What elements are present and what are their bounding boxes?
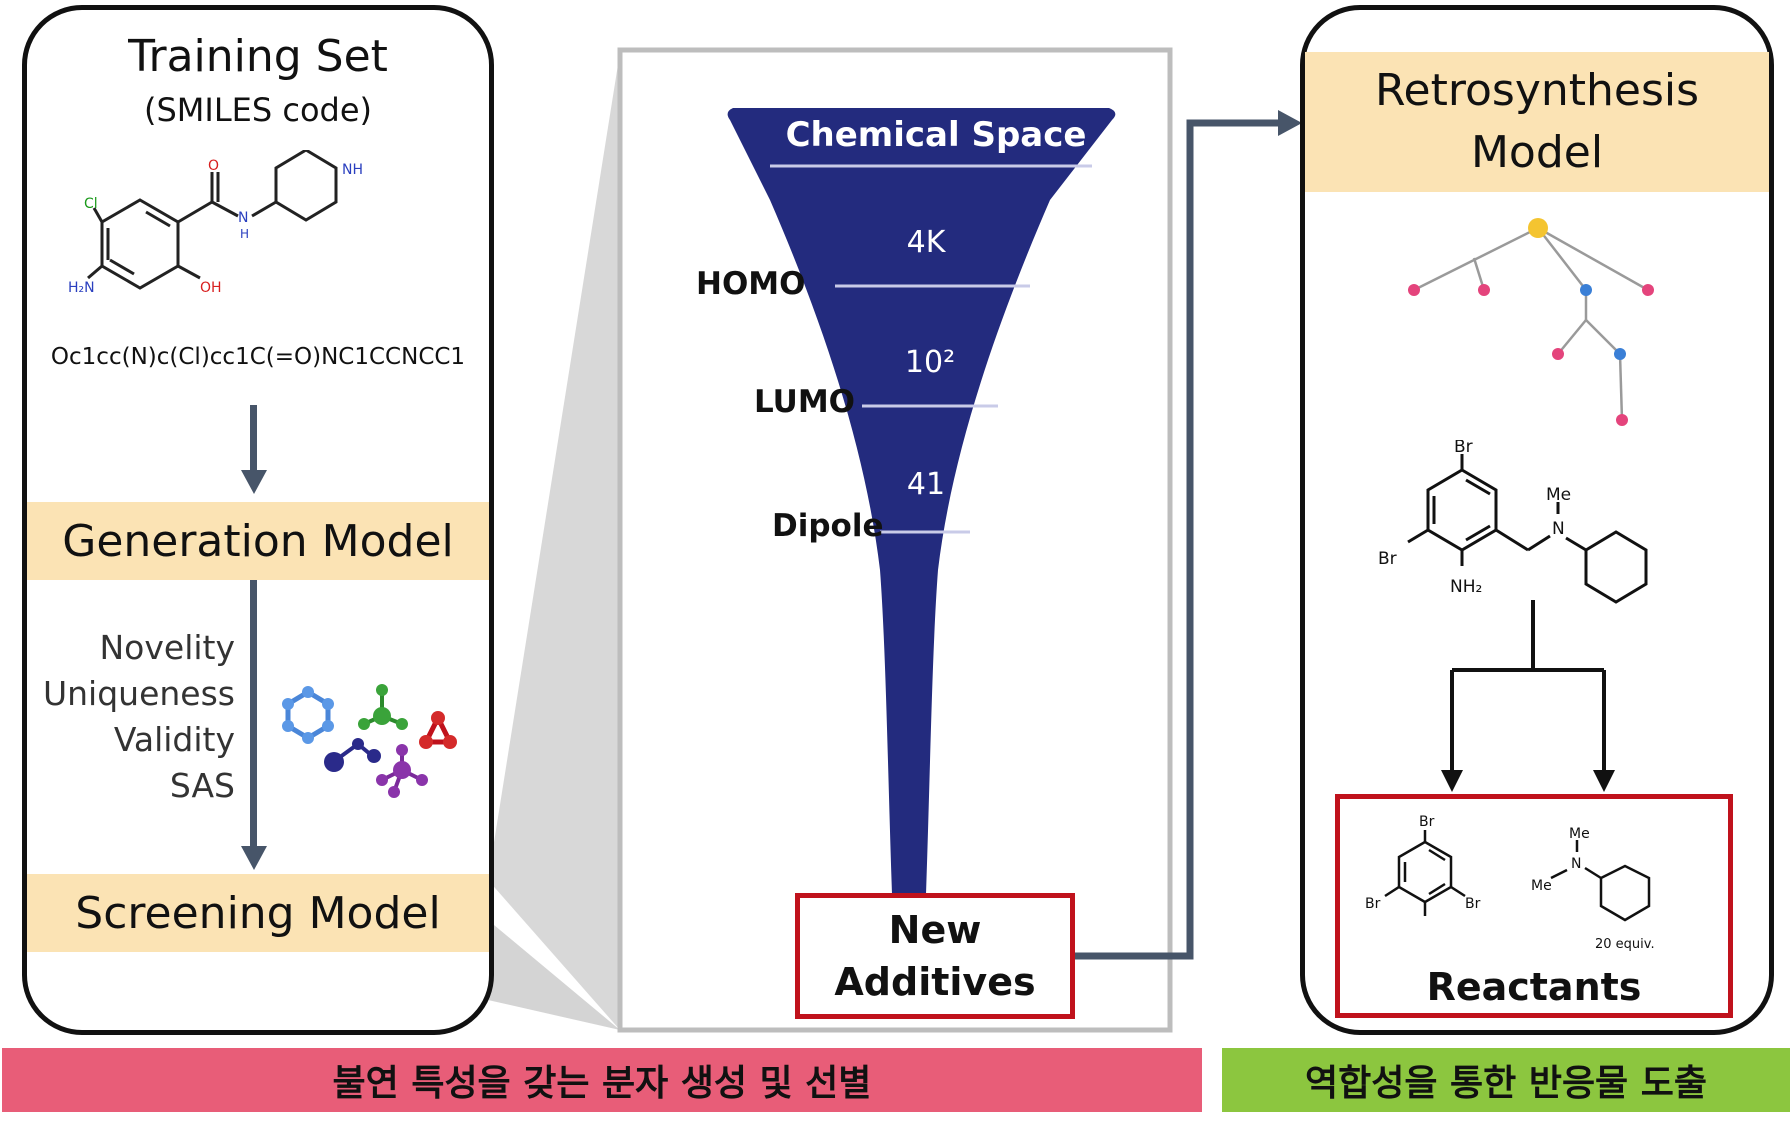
retro-arrowhead xyxy=(1278,110,1302,136)
reactant-br3: Br xyxy=(1465,896,1481,912)
footer-left-label: 불연 특성을 갖는 분자 생성 및 선별 xyxy=(332,1063,872,1104)
new-additives-box: New Additives xyxy=(795,893,1075,1019)
generation-model-band: Generation Model xyxy=(27,502,489,580)
n-label: N xyxy=(238,210,248,226)
h2n-label: H₂N xyxy=(68,280,95,296)
smiles-code: Oc1cc(N)c(Cl)cc1C(=O)NC1CCNCC1 xyxy=(50,344,466,370)
arrow-head-2 xyxy=(241,846,267,870)
screening-model-band: Screening Model xyxy=(27,874,489,952)
retrosynthesis-tree-icon xyxy=(1408,218,1654,426)
retrosynthesis-band: Retrosynthesis Model xyxy=(1305,52,1769,192)
reactant-equiv: 20 equiv. xyxy=(1595,937,1655,952)
screening-model-label: Screening Model xyxy=(75,887,441,939)
reactant-br2: Br xyxy=(1365,896,1381,912)
training-set-subtitle: (SMILES code) xyxy=(143,91,373,129)
funnel-level-100: 10² xyxy=(905,345,955,380)
metric-novelity: Novelity xyxy=(99,628,235,667)
arrow-shaft-1 xyxy=(250,405,257,475)
product-molecule: Br Br Me N NH₂ xyxy=(1378,440,1648,604)
funnel-shape xyxy=(727,108,1116,894)
product-br-left: Br xyxy=(1378,549,1397,569)
arrow-head-1 xyxy=(241,470,267,494)
o-label: O xyxy=(208,158,219,174)
product-me: Me xyxy=(1546,485,1571,505)
footer-right-label: 역합성을 통한 반응물 도출 xyxy=(1305,1063,1707,1104)
footer-right: 역합성을 통한 반응물 도출 xyxy=(1222,1048,1790,1112)
oh-label: OH xyxy=(200,280,222,296)
screening-funnel: Chemical Space 4K 10² 41 HOMO LUMO Dipol… xyxy=(696,108,1116,894)
metric-uniqueness: Uniqueness xyxy=(42,674,235,713)
generation-model-label: Generation Model xyxy=(62,515,454,567)
reactants-label: Reactants xyxy=(1426,965,1642,1009)
branch-arrows xyxy=(1441,600,1615,792)
metric-sas: SAS xyxy=(169,766,235,805)
product-nh2: NH₂ xyxy=(1450,577,1482,597)
training-molecule: Cl O N H NH H₂N OH xyxy=(68,150,363,296)
reactant-me1: Me xyxy=(1569,826,1590,842)
funnel-level-4k: 4K xyxy=(907,225,947,260)
filter-dipole: Dipole xyxy=(772,508,884,544)
product-n: N xyxy=(1552,519,1565,539)
arrow-shaft-2 xyxy=(250,580,257,850)
reactant-n: N xyxy=(1571,856,1581,872)
zoom-wedge-top xyxy=(488,52,620,1030)
funnel-dividers xyxy=(770,164,1092,534)
filter-homo: HOMO xyxy=(696,266,806,302)
reactant-molecules: Br Br Br Me N Me 20 equiv. xyxy=(1365,814,1655,952)
retrosynthesis-title-line1: Retrosynthesis xyxy=(1374,65,1700,116)
retrosynthesis-title-line2: Model xyxy=(1470,127,1604,178)
new-additives-line1: New xyxy=(888,908,982,952)
reactants-box xyxy=(1335,794,1733,1018)
footer-left: 불연 특성을 갖는 분자 생성 및 선별 xyxy=(2,1048,1202,1112)
product-br-top: Br xyxy=(1454,440,1473,457)
reactant-me2: Me xyxy=(1531,878,1552,894)
filter-lumo: LUMO xyxy=(754,384,855,420)
funnel-top-label: Chemical Space xyxy=(786,115,1087,155)
reactant-br1: Br xyxy=(1419,814,1435,830)
metric-validity: Validity xyxy=(113,720,235,759)
funnel-level-41: 41 xyxy=(907,467,945,502)
nh-label: NH xyxy=(342,162,363,178)
h-label: H xyxy=(240,227,249,241)
metrics-list: Novelity Uniqueness Validity SAS xyxy=(30,625,235,809)
new-additives-line2: Additives xyxy=(834,960,1036,1004)
training-set-title: Training Set xyxy=(128,30,388,82)
retro-connector-arrow xyxy=(1074,119,1282,960)
zoom-wedge-bottom xyxy=(488,920,620,1030)
cl-label: Cl xyxy=(84,196,98,212)
molecule-models-icon xyxy=(282,684,457,798)
